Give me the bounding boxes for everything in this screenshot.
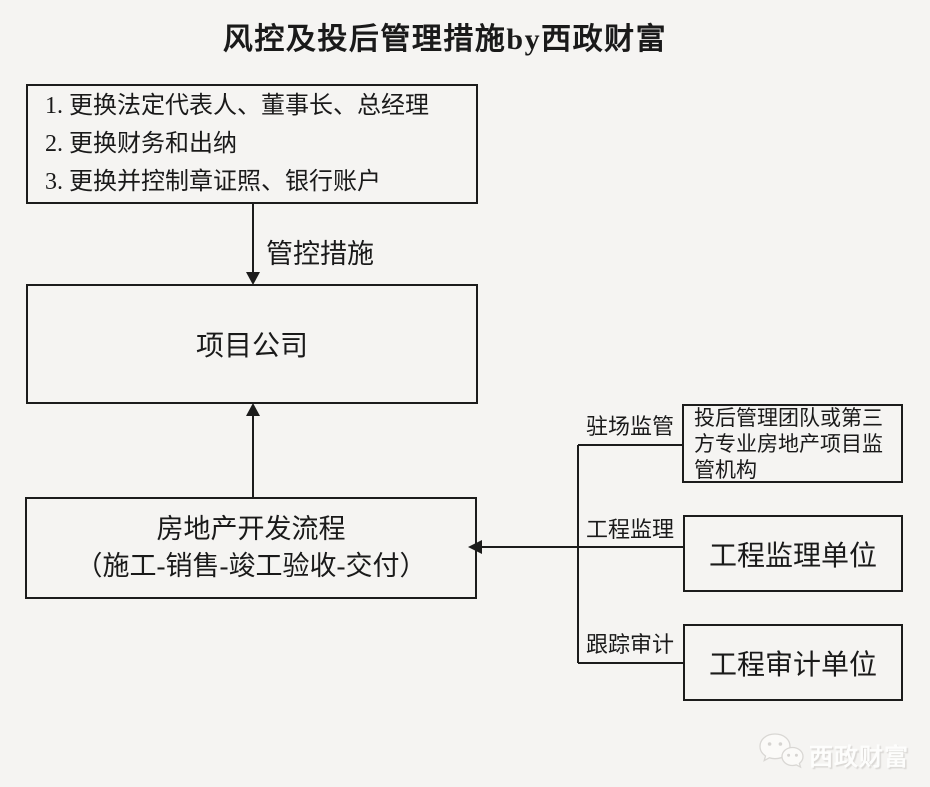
page-title: 风控及投后管理措施by西政财富 [222, 23, 668, 56]
control-measure-item-1: 1. 更换法定代表人、董事长、总经理 [45, 93, 429, 119]
dev-process-line2: （施工-销售-竣工验收-交付） [75, 551, 427, 581]
audit-unit-label: 工程审计单位 [708, 649, 877, 681]
dev-process-line1: 房地产开发流程 [156, 514, 346, 544]
project-company-label: 项目公司 [195, 331, 308, 362]
branch-label-onsite-supervision: 驻场监管 [586, 414, 675, 439]
dev-process-box: 房地产开发流程 （施工-销售-竣工验收-交付） [25, 497, 477, 599]
control-measures-box: 1. 更换法定代表人、董事长、总经理 2. 更换财务和出纳 3. 更换并控制章证… [26, 84, 478, 204]
control-measure-item-3: 3. 更换并控制章证照、银行账户 [45, 169, 381, 195]
audit-unit-box: 工程审计单位 [683, 624, 903, 701]
post-investment-team-label: 投后管理团队或第三方专业房地产项目监管机构 [694, 405, 883, 482]
brand-watermark: 西政财富 [758, 731, 909, 778]
brand-watermark-text: 西政财富 [809, 745, 909, 771]
branch-label-engineering-supervision: 工程监理 [586, 517, 675, 542]
arrowhead-up [246, 403, 260, 416]
control-arrow-label: 管控措施 [266, 239, 374, 269]
arrowhead-down [246, 272, 260, 285]
project-company-box: 项目公司 [26, 284, 478, 404]
supervision-unit-label: 工程监理单位 [708, 540, 877, 572]
branch-spine [577, 444, 683, 664]
branch-label-tracking-audit: 跟踪审计 [586, 632, 675, 657]
control-measure-item-2: 2. 更换财务和出纳 [45, 131, 237, 157]
post-investment-team-box: 投后管理团队或第三方专业房地产项目监管机构 [682, 404, 903, 483]
wechat-bubbles-icon [758, 731, 804, 778]
supervision-unit-box: 工程监理单位 [683, 515, 903, 592]
